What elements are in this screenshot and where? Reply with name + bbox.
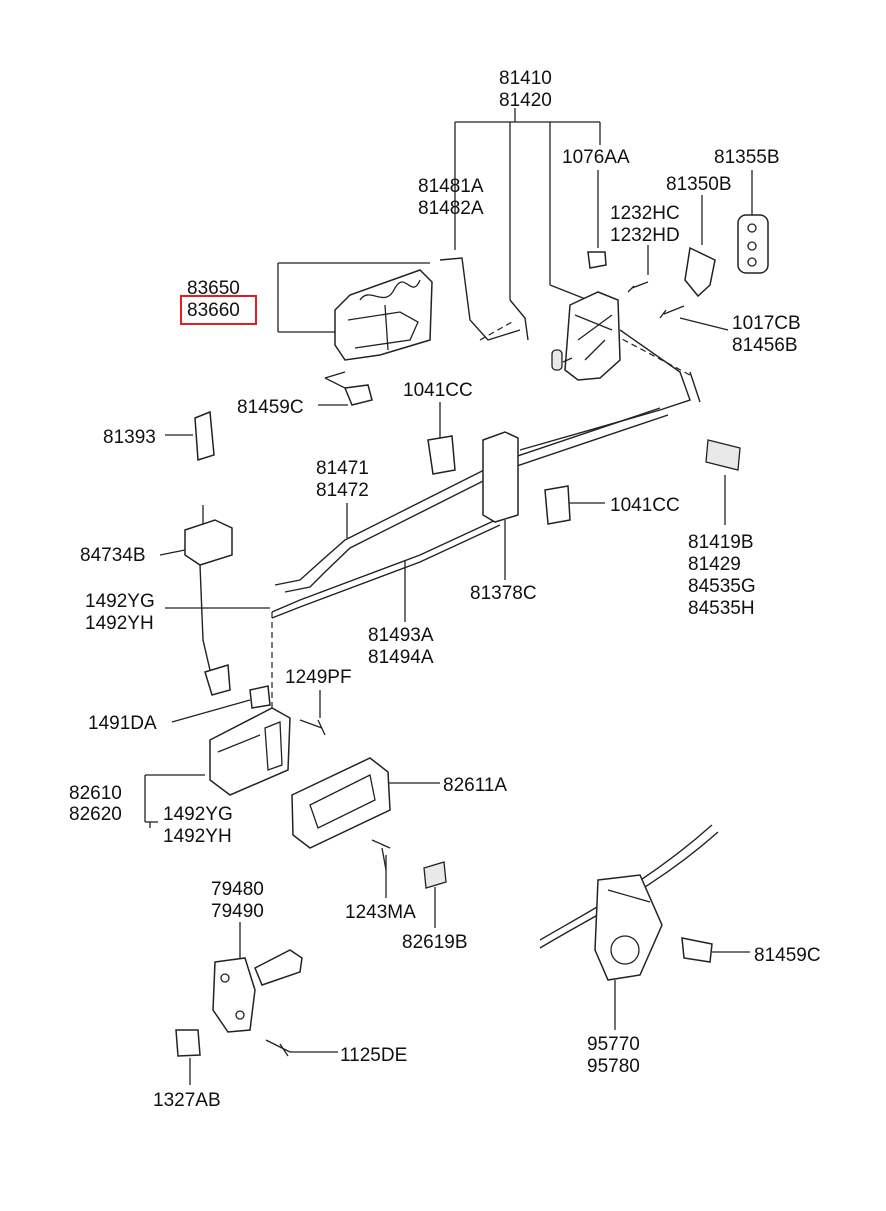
label-81410: 81410 [499, 68, 552, 89]
highlight-box-83660 [180, 295, 257, 325]
door-handle-82610 [209, 707, 291, 796]
lock-actuator-95770 [539, 824, 719, 981]
label-81472: 81472 [316, 480, 369, 501]
label-1125DE: 1125DE [340, 1045, 407, 1066]
label-1327AB: 1327AB [153, 1090, 221, 1111]
label-79490: 79490 [211, 901, 264, 922]
label-82619B: 82619B [402, 932, 468, 953]
screw-1125DE [265, 1039, 291, 1057]
label-82611A: 82611A [443, 775, 507, 796]
label-81459C-top: 81459C [237, 397, 304, 418]
rod-guide-81378C [482, 431, 519, 523]
label-81355B: 81355B [714, 147, 780, 168]
label-1492YG-a: 1492YG [85, 591, 155, 612]
label-1492YH-b: 1492YH [163, 826, 232, 847]
label-83660: 83660 [187, 300, 240, 321]
label-81456B: 81456B [732, 335, 798, 356]
label-95770: 95770 [587, 1034, 640, 1055]
bolt-1327AB [175, 1029, 201, 1057]
label-1492YG-b: 1492YG [163, 804, 233, 825]
label-1041CC-top: 1041CC [403, 380, 473, 401]
label-1491DA: 1491DA [88, 713, 157, 734]
label-81393: 81393 [103, 427, 156, 448]
label-81350B: 81350B [666, 174, 732, 195]
label-1243MA: 1243MA [345, 902, 416, 923]
label-81494A: 81494A [368, 647, 434, 668]
parts-artwork [175, 214, 769, 1057]
label-81419B: 81419B [688, 532, 754, 553]
long-rods [271, 407, 669, 619]
label-84535H: 84535H [688, 598, 755, 619]
door-latch-assembly [551, 291, 621, 381]
handle-bezel-82611A [291, 757, 391, 849]
screw-1249PF [299, 719, 326, 736]
screw-1243MA [371, 839, 391, 871]
label-79480: 79480 [211, 879, 264, 900]
pad-81419B [705, 439, 741, 471]
label-81378C: 81378C [470, 583, 537, 604]
label-81493A: 81493A [368, 625, 434, 646]
bolt-81459C-bottom [681, 937, 713, 963]
label-82610: 82610 [69, 783, 122, 804]
clip-1491DA [249, 685, 271, 709]
label-81429: 81429 [688, 554, 741, 575]
inside-handle-assembly [334, 269, 433, 361]
label-1232HD: 1232HD [610, 225, 680, 246]
label-84535G: 84535G [688, 576, 756, 597]
label-83650: 83650 [187, 278, 240, 299]
label-95780: 95780 [587, 1056, 640, 1077]
label-81481A: 81481A [418, 176, 484, 197]
small-fasteners-top [343, 214, 769, 406]
lock-knob-84734B [184, 505, 233, 696]
door-checker-79480 [212, 949, 303, 1033]
label-1492YH-a: 1492YH [85, 613, 154, 634]
leader-lines [144, 108, 753, 1085]
part-labels: 81410 81420 1076AA 81355B 81350B 81481A … [69, 68, 821, 1111]
label-84734B: 84734B [80, 545, 146, 566]
label-81420: 81420 [499, 90, 552, 111]
label-1232HC: 1232HC [610, 203, 680, 224]
pad-82619B [423, 861, 447, 889]
label-82620: 82620 [69, 804, 122, 825]
label-1017CB: 1017CB [732, 313, 801, 334]
label-81459C-bottom: 81459C [754, 945, 821, 966]
label-1249PF: 1249PF [285, 667, 352, 688]
label-81471: 81471 [316, 458, 369, 479]
label-1076AA: 1076AA [562, 147, 630, 168]
rod-clips [427, 435, 571, 525]
grommet-81393 [194, 410, 215, 461]
label-1041CC-mid: 1041CC [610, 495, 680, 516]
label-81482A: 81482A [418, 198, 484, 219]
